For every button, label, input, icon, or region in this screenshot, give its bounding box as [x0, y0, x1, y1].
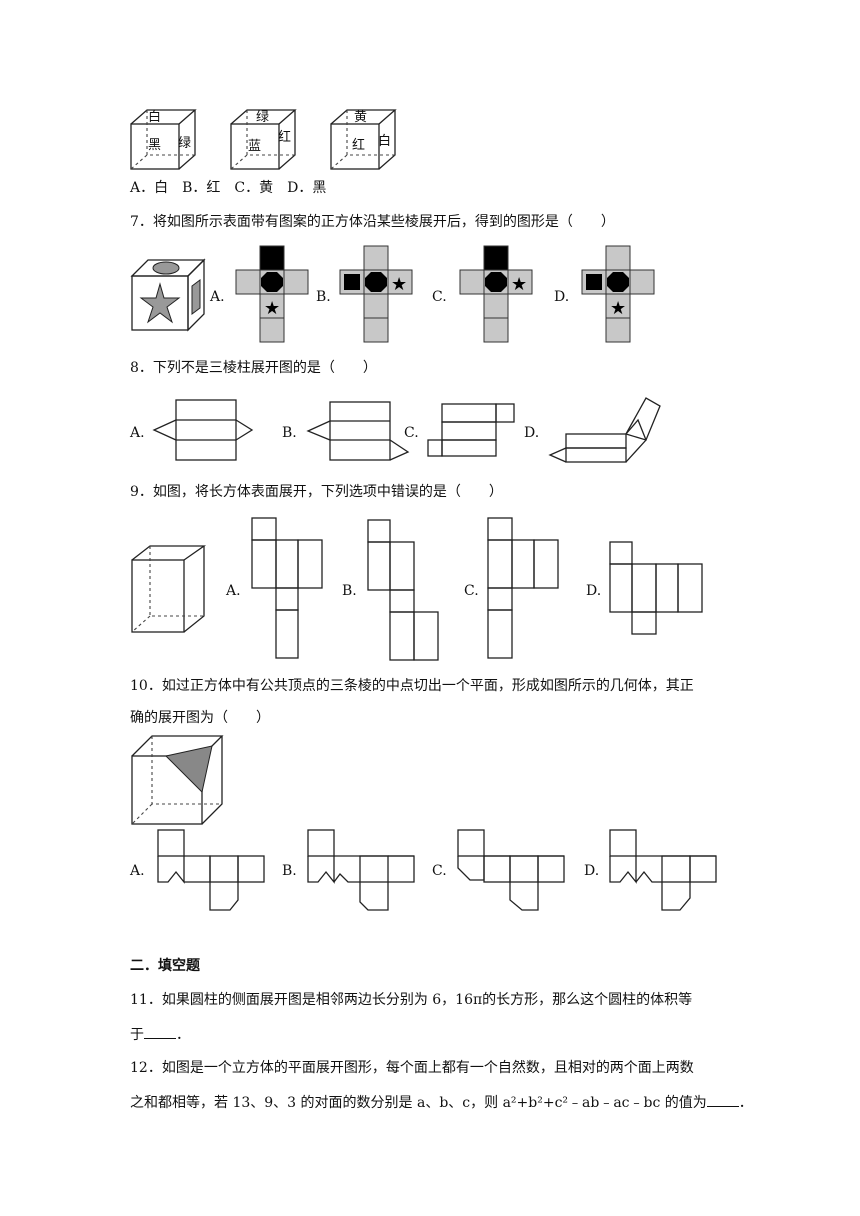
cube-top-label: 绿 [256, 110, 270, 125]
cube-front-label: 蓝 [248, 139, 262, 154]
answer-blank[interactable] [144, 1024, 176, 1039]
q6-cube-3: 黄 红 白 [326, 104, 402, 170]
q8-option-c-label: C. [404, 425, 419, 441]
q11-line2-end: ． [176, 1027, 190, 1043]
q9-net-c [487, 517, 559, 659]
q7-option-a-label: A. [210, 289, 225, 305]
svg-text:★: ★ [610, 298, 626, 319]
q7-stem: 7．将如图所示表面带有图案的正方体沿某些棱展开后，得到的图形是（ ） [130, 214, 615, 230]
cube-top-label: 黄 [354, 110, 368, 125]
q9-option-b-label: B. [342, 583, 357, 599]
q9-stem: 9．如图，将长方体表面展开，下列选项中错误的是（ ） [130, 484, 503, 500]
cube-front-label: 红 [352, 138, 366, 153]
q7-net-a: ★ [235, 245, 309, 343]
q6-options: A．白 B．红 C．黄 D．黑 [130, 180, 327, 196]
q8-net-a [152, 399, 254, 461]
svg-text:★: ★ [511, 274, 527, 295]
cube-top-label: 白 [148, 110, 162, 125]
q6-cube-1: 白 黑 绿 [126, 104, 202, 170]
q8-option-b-label: B. [282, 425, 297, 441]
q11-line1: 11．如果圆柱的侧面展开图是相邻两边长分别为 6，16π的长方形，那么这个圆柱的… [130, 992, 693, 1008]
cube-side-label: 红 [278, 130, 292, 145]
cube-side-label: 白 [378, 134, 392, 149]
q11-line2: 于． [130, 1024, 190, 1045]
q10-net-d [609, 829, 717, 911]
q9-box-figure [131, 545, 207, 633]
q10-option-b-label: B. [282, 863, 297, 879]
cube-side-label: 绿 [178, 136, 192, 151]
q10-cut-cube-figure [131, 735, 224, 825]
q7-net-d: ★ [581, 245, 655, 343]
cube-front-label: 黑 [148, 138, 162, 153]
q7-option-c-label: C. [432, 289, 447, 305]
q7-net-c: ★ [459, 245, 533, 343]
q10-net-c [457, 829, 565, 911]
q12-line2-text: 之和都相等，若 13、9、3 的对面的数分别是 a、b、c，则 a²+b²+c²… [130, 1095, 707, 1111]
q8-net-c [427, 403, 515, 457]
q10-stem-line2: 确的展开图为（ ） [130, 710, 270, 726]
q9-option-d-label: D. [586, 583, 602, 599]
q10-stem-line1: 10．如过正方体中有公共顶点的三条棱的中点切出一个平面，形成如图所示的几何体，其… [130, 678, 694, 694]
q7-option-b-label: B. [316, 289, 331, 305]
q8-net-d [548, 397, 661, 463]
q10-option-c-label: C. [432, 863, 447, 879]
q7-cube-figure [130, 256, 206, 332]
q11-line2-text: 于 [130, 1027, 144, 1043]
q10-option-a-label: A. [130, 863, 145, 879]
q7-net-b: ★ [339, 245, 413, 343]
svg-text:★: ★ [264, 298, 280, 319]
q9-net-d [609, 541, 703, 635]
q12-line1: 12．如图是一个立方体的平面展开图形，每个面上都有一个自然数，且相对的两个面上两… [130, 1060, 694, 1076]
q9-net-a [251, 517, 323, 659]
q7-option-d-label: D. [554, 289, 570, 305]
q8-net-b [306, 401, 410, 461]
q9-option-a-label: A. [226, 583, 241, 599]
q12-line2-end: ． [738, 1095, 753, 1111]
q8-stem: 8．下列不是三棱柱展开图的是（ ） [130, 360, 377, 376]
svg-text:★: ★ [391, 274, 407, 295]
q12-line2: 之和都相等，若 13、9、3 的对面的数分别是 a、b、c，则 a²+b²+c²… [130, 1092, 753, 1113]
q10-net-b [307, 829, 415, 911]
q8-option-a-label: A. [130, 425, 145, 441]
answer-blank[interactable] [706, 1092, 739, 1107]
q6-cube-2: 绿 蓝 红 [226, 104, 302, 170]
q8-option-d-label: D. [524, 425, 540, 441]
section-heading: 二．填空题 [130, 958, 200, 974]
q9-option-c-label: C. [464, 583, 479, 599]
q9-net-b [367, 519, 439, 661]
q10-option-d-label: D. [584, 863, 600, 879]
q10-net-a [157, 829, 265, 911]
